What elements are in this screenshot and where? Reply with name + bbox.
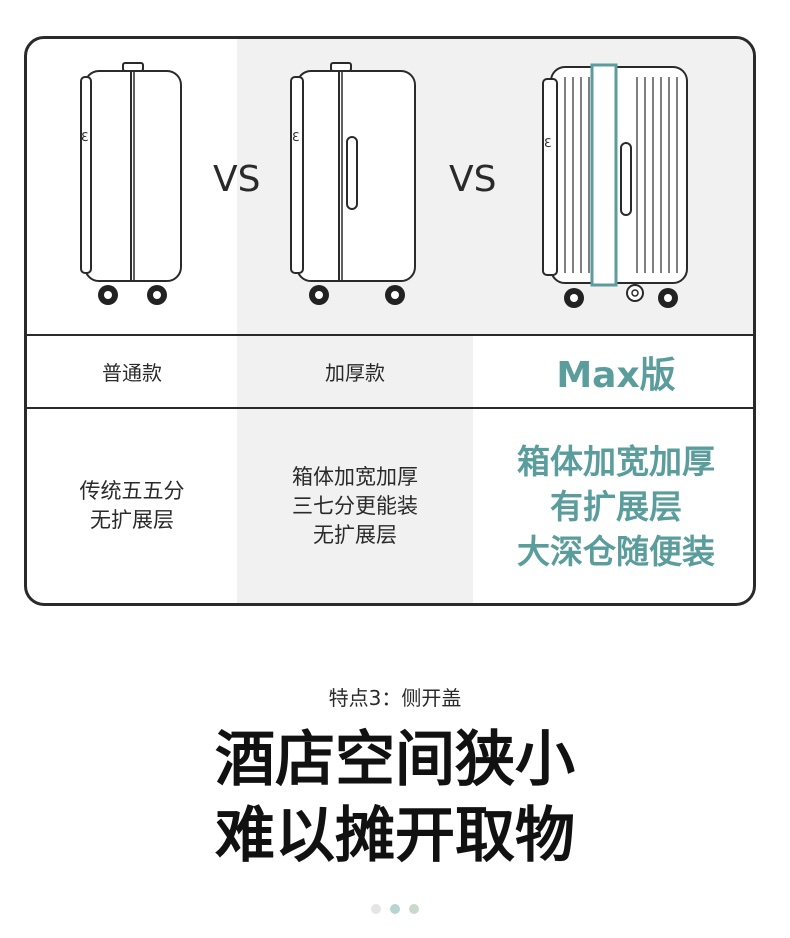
pagination-dot[interactable] (371, 904, 381, 914)
svg-text:ℇ: ℇ (81, 130, 88, 144)
headline-line-2: 难以摊开取物 (215, 801, 575, 871)
label-max: Max版 (556, 354, 676, 396)
svg-text:ℇ: ℇ (544, 136, 551, 150)
label-standard: 普通款 (102, 361, 162, 385)
row-divider-top (27, 334, 753, 336)
headline-line-1: 酒店空间狭小 (215, 725, 575, 795)
description-max: 箱体加宽加厚 有扩展层 大深仓随便装 (517, 441, 715, 571)
headline: 酒店空间狭小 难以摊开取物 (0, 722, 790, 874)
suitcase-standard-icon: ℇ (80, 62, 182, 305)
vs-label-2: VS (449, 159, 497, 200)
description-thick: 箱体加宽加厚 三七分更能装 无扩展层 (292, 464, 418, 547)
description-standard: 传统五五分 无扩展层 (79, 479, 185, 532)
label-thick: 加厚款 (325, 361, 385, 385)
row-divider-bottom (27, 407, 753, 409)
svg-text:ℇ: ℇ (292, 130, 299, 144)
feature-subtitle: 特点3：侧开盖 (328, 686, 462, 710)
comparison-table: ℇ VS ℇ VS ℇ 普 (24, 36, 756, 606)
suitcase-max-icon: ℇ (542, 63, 688, 308)
pagination-dot[interactable] (409, 904, 419, 914)
pagination-dots (0, 904, 790, 914)
pagination-dot-active[interactable] (390, 904, 400, 914)
suitcase-thick-icon: ℇ (290, 62, 416, 305)
vs-label-1: VS (213, 159, 261, 200)
